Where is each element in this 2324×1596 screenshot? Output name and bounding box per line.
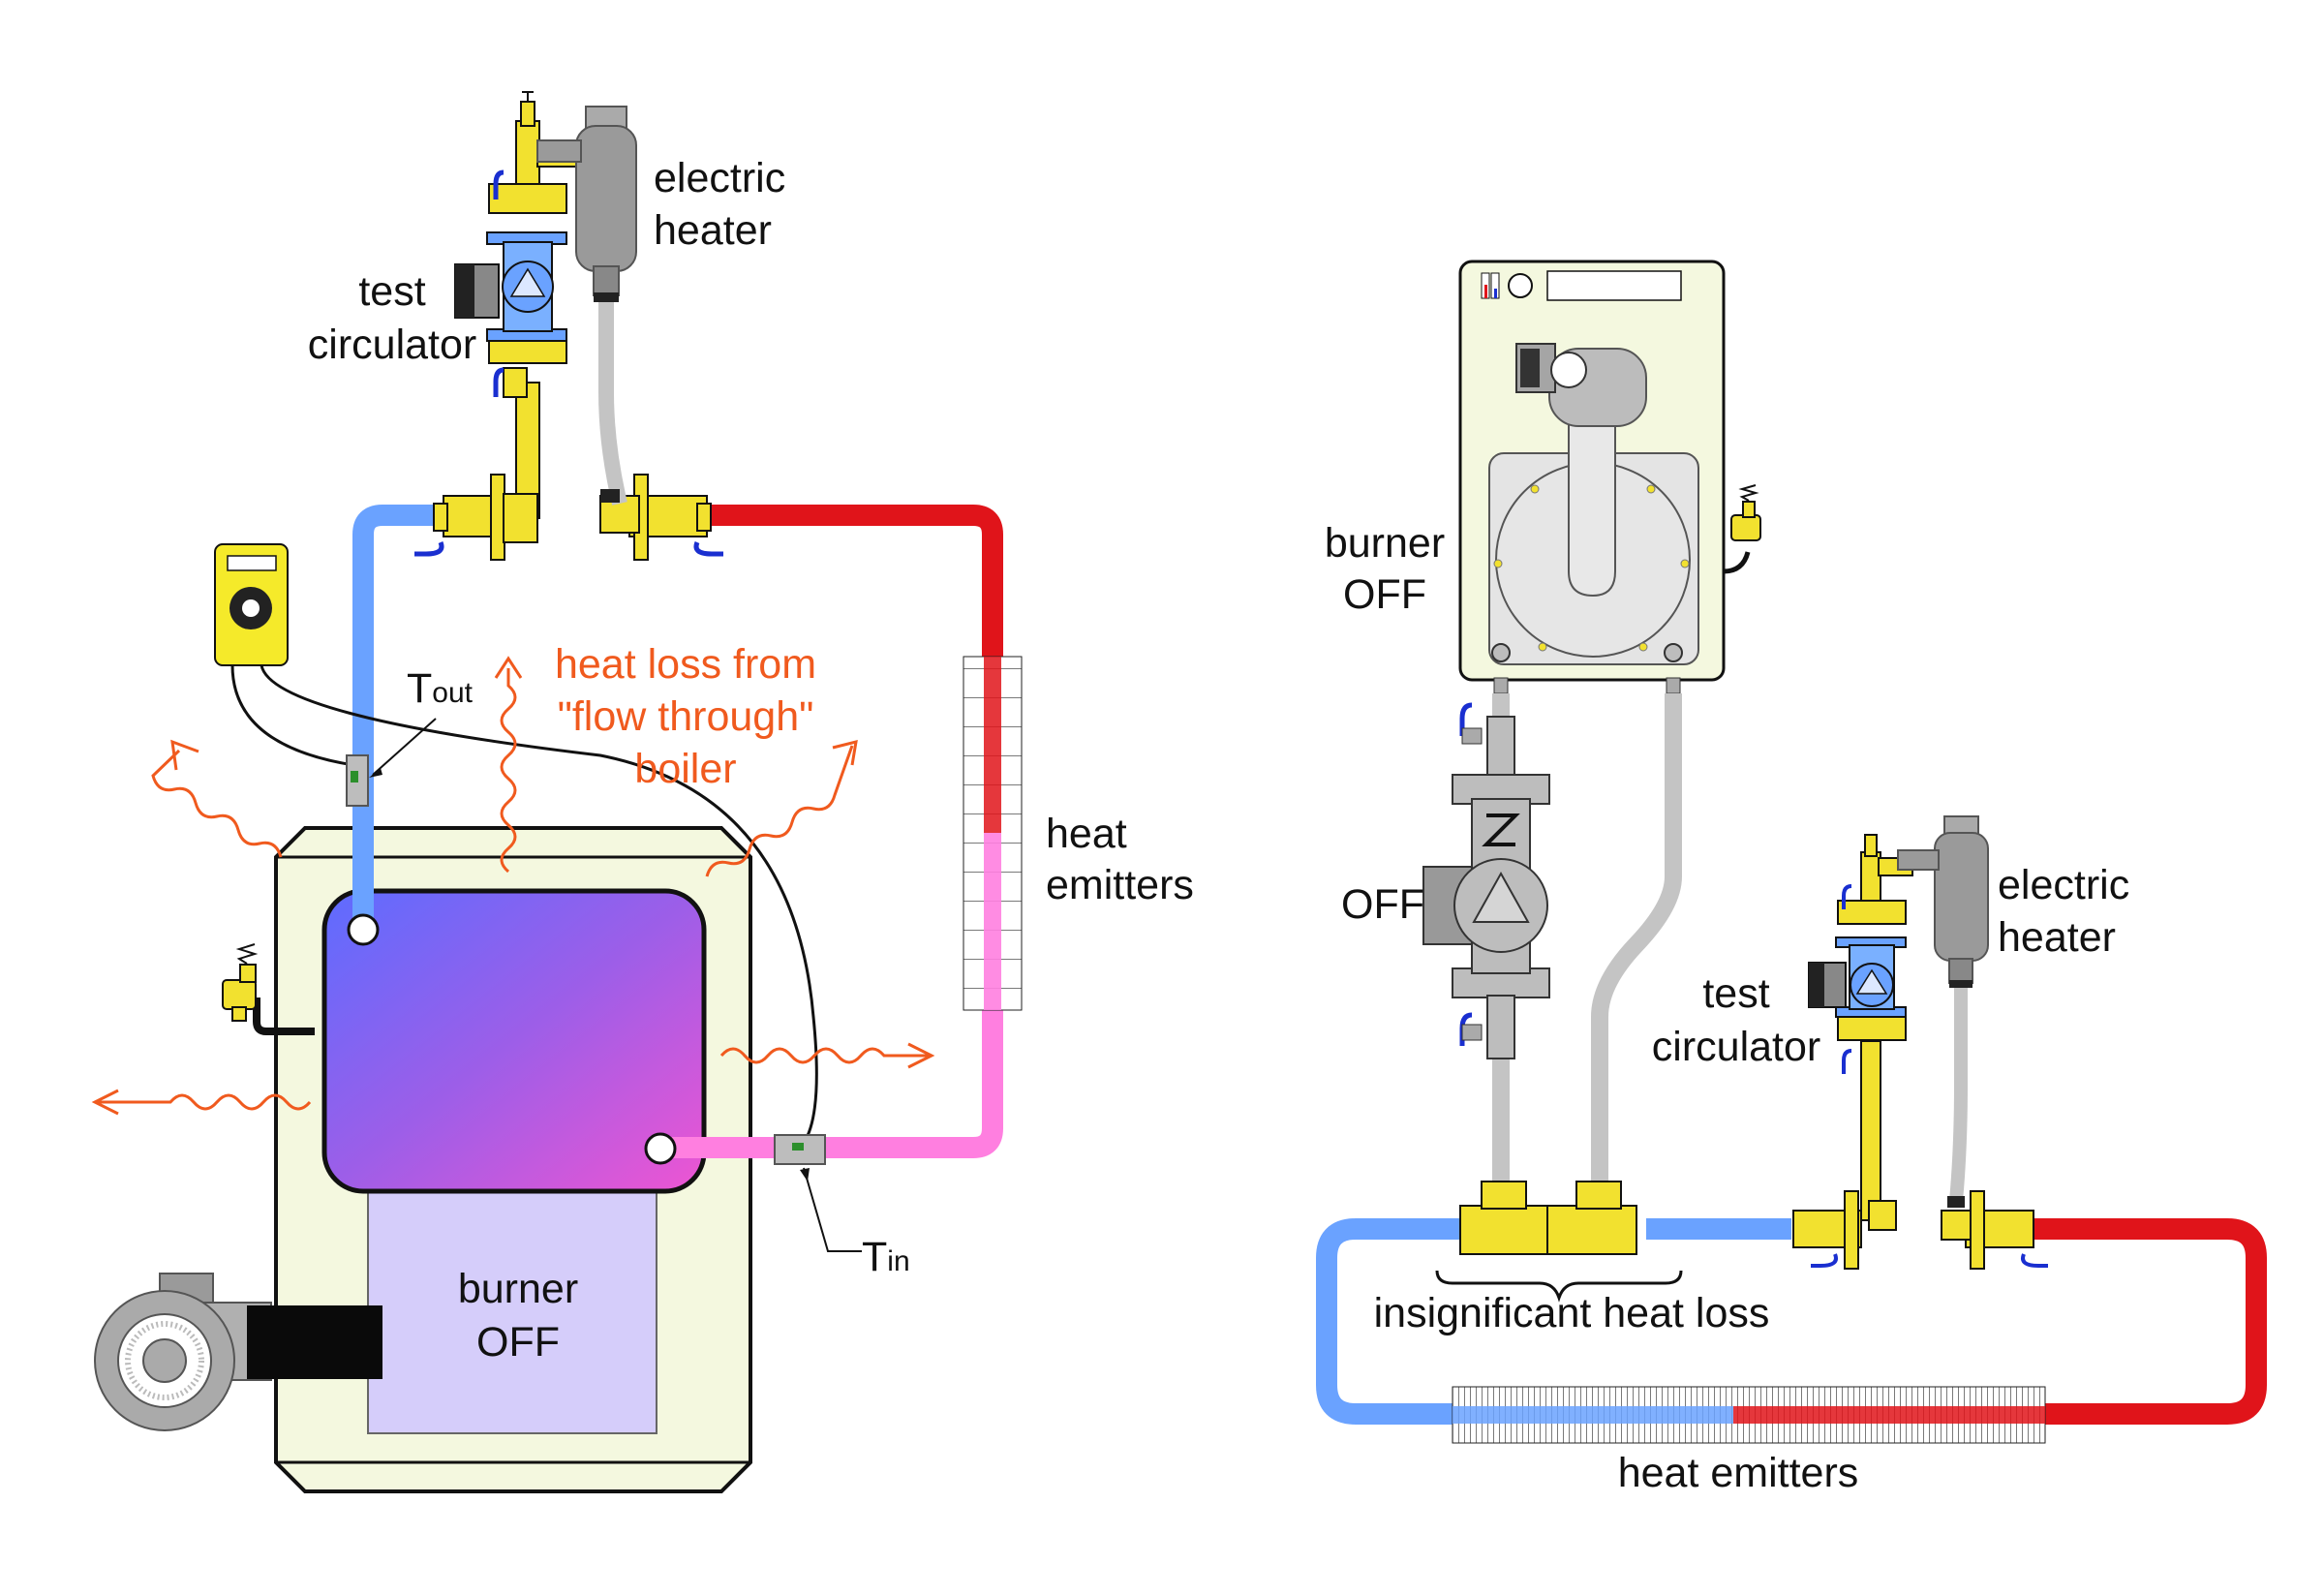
left-electric-heater-label-1: electric — [654, 155, 785, 201]
heat-loss-label-2: "flow through" — [558, 693, 814, 740]
right-electric-heater-label-1: electric — [1998, 862, 2129, 908]
heat-exchanger-vessel — [321, 888, 707, 1194]
left-test-circulator-label-2: circulator — [308, 322, 476, 368]
right-electric-heater-label-2: heater — [1998, 914, 2116, 961]
left-electric-heater-label-2: heater — [654, 207, 772, 254]
closely-spaced-tees-icon — [1459, 1181, 1637, 1255]
thermometer-icon — [214, 543, 826, 1165]
relief-valve-icon — [222, 943, 315, 1035]
right-electric-heater-icon — [1897, 815, 1989, 1208]
burner-blower-icon — [94, 1273, 382, 1431]
right-test-circulator-icon — [1808, 834, 1913, 1221]
right-test-circulator-label-1: test — [1702, 970, 1769, 1017]
wall-hung-boiler — [1458, 260, 1726, 694]
return-port — [644, 1132, 677, 1165]
boiler-circulator-off-icon — [1422, 702, 1550, 1059]
isolation-tee-left — [414, 474, 538, 561]
left-test-circulator-label-1: test — [358, 268, 425, 315]
right-heat-emitters-label: heat emitters — [1618, 1450, 1859, 1496]
heat-loss-label-3: boiler — [634, 746, 736, 792]
left-burner-label-1: burner — [458, 1266, 578, 1312]
t-in-label: Tin — [862, 1234, 910, 1280]
right-burner-label-1: burner — [1325, 520, 1445, 567]
heat-loss-arrows — [91, 656, 935, 1116]
right-system: burner OFF OFF electric heater test circ… — [1316, 260, 2267, 1496]
return-pipe-cool — [658, 833, 1003, 1158]
t-out-label: Tout — [407, 665, 474, 712]
return-pipe-hot — [692, 505, 1003, 833]
supply-port — [347, 913, 380, 946]
right-relief-valve-icon — [1723, 484, 1761, 574]
electric-heater-icon — [536, 106, 637, 506]
left-heat-emitters-label-1: heat — [1046, 811, 1127, 857]
left-system: electric heater test circulator heat los… — [91, 91, 1194, 1493]
right-isolation-tees — [1792, 1190, 2048, 1270]
right-loop-hot — [1695, 1218, 2267, 1425]
right-burner-label-2: OFF — [1343, 571, 1426, 618]
heat-loss-label-1: heat loss from — [555, 641, 816, 688]
right-loop-cold — [1316, 1218, 1791, 1425]
left-heat-emitters-label-2: emitters — [1046, 862, 1194, 908]
burner-chamber — [367, 1185, 657, 1434]
heat-loss-brace — [1435, 1270, 1683, 1303]
right-test-circulator-label-2: circulator — [1652, 1024, 1820, 1070]
right-circulator-off-label: OFF — [1341, 881, 1424, 928]
supply-pipe — [352, 505, 450, 930]
left-burner-label-2: OFF — [476, 1319, 560, 1366]
insignificant-heat-loss-label: insignificant heat loss — [1374, 1290, 1770, 1336]
